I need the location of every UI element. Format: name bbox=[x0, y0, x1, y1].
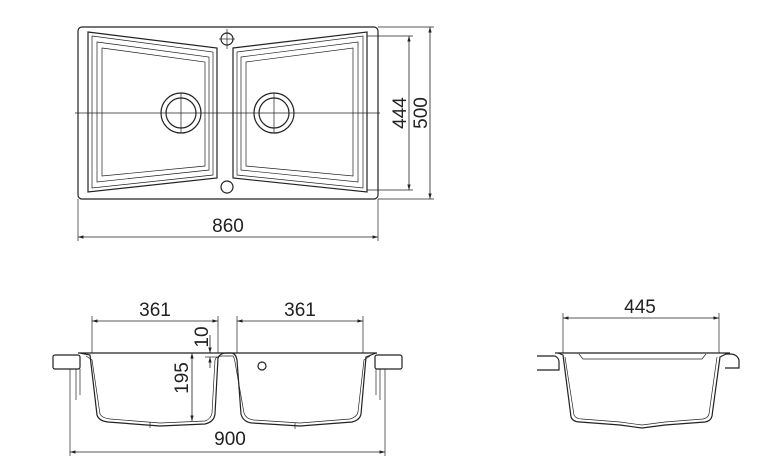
dimension-label-900: 900 bbox=[214, 429, 246, 450]
overflow-hole-icon bbox=[220, 180, 234, 194]
dimension-label-860: 860 bbox=[212, 216, 244, 237]
bowl-profile bbox=[557, 352, 729, 429]
bowl-profile bbox=[79, 352, 377, 427]
countertop-right bbox=[725, 353, 740, 369]
dimension-label-361-right: 361 bbox=[284, 300, 316, 321]
dimension-label-500: 500 bbox=[411, 97, 432, 129]
dimension-label-361-left: 361 bbox=[139, 300, 171, 321]
dimension-label-195: 195 bbox=[172, 362, 193, 394]
left-bowl bbox=[87, 31, 218, 193]
side-section-view: 445 bbox=[537, 297, 740, 429]
countertop-left bbox=[537, 355, 560, 371]
countertop-left bbox=[52, 354, 81, 370]
dimension-label-10: 10 bbox=[192, 326, 213, 347]
countertop-right bbox=[374, 354, 403, 370]
tap-hole-icon bbox=[219, 29, 235, 49]
front-section-view: 361 361 195 10 900 bbox=[52, 300, 403, 456]
overflow-hole-icon bbox=[257, 361, 267, 371]
top-view: 444 500 860 bbox=[75, 26, 434, 241]
dimension-label-444: 444 bbox=[390, 97, 411, 129]
dimension-label-445: 445 bbox=[624, 297, 656, 318]
right-bowl bbox=[232, 31, 368, 193]
